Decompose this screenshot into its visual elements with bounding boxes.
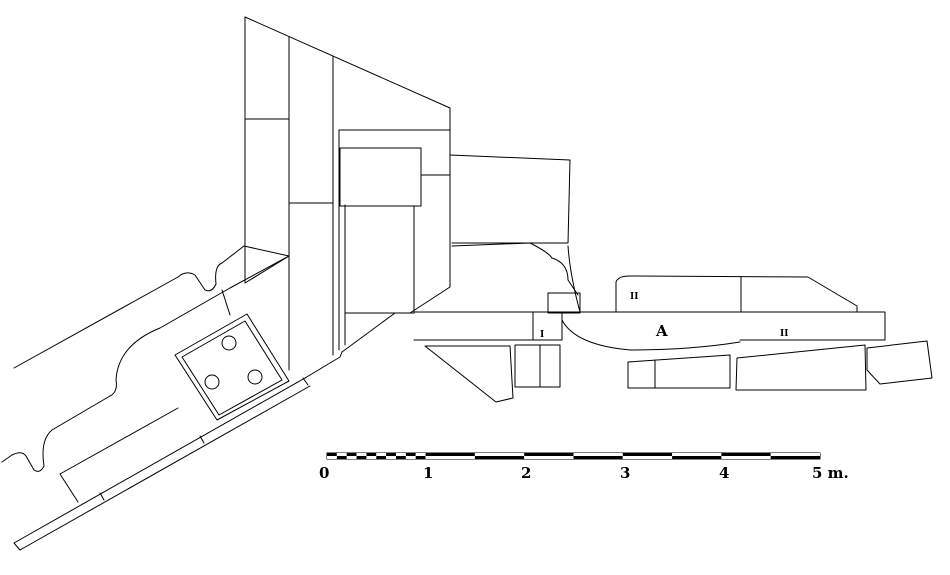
- scale-segment-4: [622, 453, 673, 456]
- triangular-stone: [424, 345, 514, 403]
- left-diagonal-wall: [13, 245, 343, 551]
- scale-segment-1: [474, 453, 525, 456]
- scale-subsegment-0: [327, 453, 337, 456]
- scale-segment-2: [524, 453, 574, 456]
- lower-right-stones: [627, 340, 933, 391]
- scale-subsegment-7: [396, 453, 406, 456]
- scale-segment-3: [573, 453, 623, 456]
- long-platform: [413, 292, 886, 351]
- scale-subsegment-1: [336, 453, 347, 456]
- scale-bar-segments: [327, 453, 820, 459]
- inner-block: [339, 147, 451, 353]
- scale-segment-5: [672, 453, 722, 456]
- lower-left-channel: [1, 245, 290, 503]
- scale-subsegment-6-lower: [386, 456, 397, 459]
- upper-right-block: [449, 154, 581, 313]
- scale-segment-7-lower: [770, 456, 820, 459]
- mark-i-label: I: [540, 330, 544, 340]
- scale-tick-4: 4: [719, 464, 729, 482]
- scale-segment-0: [425, 453, 475, 456]
- scale-tick-5: 5 m.: [812, 464, 849, 482]
- scale-tick-2: 2: [521, 464, 531, 482]
- scale-subsegment-3-lower: [356, 456, 367, 459]
- scale-tick-1: 1: [423, 464, 433, 482]
- mark-ii-upper-label: II: [630, 292, 638, 302]
- scale-segment-3-lower: [573, 456, 623, 459]
- raised-block-ii: [615, 275, 858, 313]
- area-label: A: [655, 322, 668, 340]
- scale-bar: 0 1 2 3 4 5 m.: [319, 452, 849, 482]
- scale-segment-1-lower: [474, 456, 525, 459]
- scale-subsegment-7-lower: [396, 456, 406, 459]
- scale-subsegment-9: [415, 453, 426, 456]
- basin-hole-1: [221, 335, 237, 351]
- scale-subsegment-8: [405, 453, 416, 456]
- scale-subsegment-8-lower: [405, 456, 416, 459]
- scale-segment-4-lower: [622, 456, 673, 459]
- scale-segment-6: [721, 453, 771, 456]
- scale-subsegment-1-lower: [336, 456, 347, 459]
- scale-subsegment-5-lower: [376, 456, 387, 459]
- scale-subsegment-4: [366, 453, 377, 456]
- scale-subsegment-6: [386, 453, 397, 456]
- scale-segment-7: [770, 453, 820, 456]
- scale-subsegment-2-lower: [346, 456, 357, 459]
- scale-subsegment-0-lower: [327, 456, 337, 459]
- basin-hole-3: [247, 369, 263, 385]
- tower-block: [244, 16, 451, 371]
- basin-hole-2: [204, 374, 220, 390]
- mark-ii-lower-label: II: [780, 329, 788, 339]
- scale-subsegment-9-lower: [415, 456, 426, 459]
- scale-segment-5-lower: [672, 456, 722, 459]
- scale-tick-3: 3: [620, 464, 630, 482]
- small-rect-pair: [514, 344, 561, 388]
- basin: [174, 313, 290, 421]
- scale-segment-2-lower: [524, 456, 574, 459]
- scale-segment-6-lower: [721, 456, 771, 459]
- scale-tick-0: 0: [319, 464, 329, 482]
- scale-subsegment-3: [356, 453, 367, 456]
- scale-subsegment-5: [376, 453, 387, 456]
- scale-subsegment-2: [346, 453, 357, 456]
- scale-subsegment-4-lower: [366, 456, 377, 459]
- scale-segment-0-lower: [425, 456, 475, 459]
